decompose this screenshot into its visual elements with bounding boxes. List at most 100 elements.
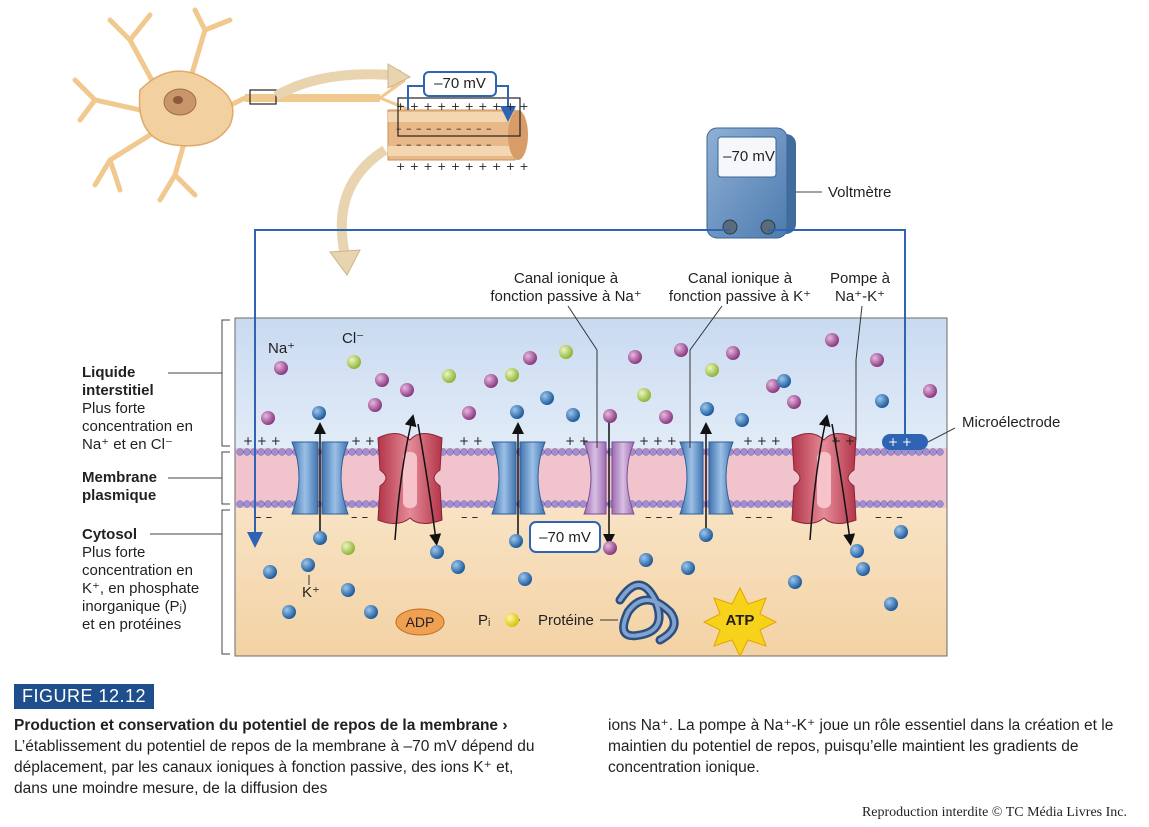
membrane-potential-label: –70 mV bbox=[539, 529, 591, 546]
na-k-pump-2 bbox=[791, 414, 857, 546]
k-ion bbox=[894, 525, 908, 539]
atp-burst bbox=[702, 586, 778, 658]
na-channel bbox=[583, 418, 635, 546]
axon-minus-row: – – – – – – – – – – bbox=[396, 122, 492, 135]
k-ion bbox=[430, 545, 444, 559]
k-ion bbox=[681, 561, 695, 575]
neuron-voltage-box: –70 mV bbox=[423, 71, 497, 97]
side-brackets bbox=[150, 319, 230, 655]
k-ion bbox=[540, 391, 554, 405]
voltmeter bbox=[706, 127, 796, 239]
na-ion bbox=[368, 398, 382, 412]
na-ion bbox=[726, 346, 740, 360]
adp-badge bbox=[395, 608, 445, 636]
cytosol-label: Cytosol Plus forte concentration en K⁺, … bbox=[82, 526, 200, 633]
na-ion bbox=[923, 384, 937, 398]
na-ion bbox=[674, 343, 688, 357]
adp-label: ADP bbox=[405, 614, 435, 630]
outside-charges: + + + + + + + + + + + + + + + + + bbox=[243, 434, 855, 448]
na-ion bbox=[628, 350, 642, 364]
interstitial-label: Liquide interstitiel Plus forte concentr… bbox=[82, 364, 193, 453]
copyright-credit: Reproduction interdite © TC Média Livres… bbox=[861, 805, 1127, 820]
zoom-arrow-top bbox=[273, 69, 391, 101]
k-channel-2 bbox=[491, 422, 546, 540]
k-ion bbox=[341, 583, 355, 597]
k-ion bbox=[364, 605, 378, 619]
ions bbox=[261, 333, 937, 619]
k-ion bbox=[884, 597, 898, 611]
na-ion bbox=[603, 409, 617, 423]
voltmeter-wire-right bbox=[768, 229, 906, 438]
protein-illustration bbox=[615, 580, 679, 645]
cl-ion bbox=[347, 355, 361, 369]
k-ion bbox=[509, 534, 523, 548]
na-ion bbox=[400, 383, 414, 397]
figure-title: Production et conservation du potentiel … bbox=[14, 717, 499, 734]
k-ion bbox=[699, 528, 713, 542]
membrane-label: Membrane plasmique bbox=[82, 469, 158, 504]
figure-text-left: L’établissement du potentiel de repos de… bbox=[14, 738, 535, 797]
resting-potential-diagram bbox=[72, 7, 956, 658]
k-ion bbox=[301, 558, 315, 572]
atp-label: ATP bbox=[725, 612, 755, 629]
k-ion bbox=[282, 605, 296, 619]
k-channel-3 bbox=[679, 422, 734, 540]
na-ion bbox=[766, 379, 780, 393]
cl-ion bbox=[505, 368, 519, 382]
k-ion bbox=[700, 402, 714, 416]
na-ion bbox=[603, 541, 617, 555]
na-ion bbox=[261, 411, 275, 425]
k-ion bbox=[566, 408, 580, 422]
na-ion-label: Na⁺ bbox=[268, 340, 296, 357]
voltmeter-label: Voltmètre bbox=[828, 184, 892, 201]
k-channel-1 bbox=[291, 422, 349, 540]
k-ion bbox=[875, 394, 889, 408]
k-ion bbox=[518, 572, 532, 586]
k-ion-label: K⁺ bbox=[302, 584, 320, 601]
membrane-potential-box bbox=[529, 521, 601, 553]
microelectrode bbox=[882, 434, 928, 450]
microelectrode-charge: + + bbox=[888, 435, 912, 449]
na-ion bbox=[825, 333, 839, 347]
na-ion bbox=[462, 406, 476, 420]
k-ion bbox=[451, 560, 465, 574]
k-ion bbox=[777, 374, 791, 388]
cl-ion bbox=[559, 345, 573, 359]
k-ion bbox=[263, 565, 277, 579]
k-ion bbox=[312, 406, 326, 420]
voltmeter-display: –70 mV bbox=[723, 148, 775, 165]
axon-minus-row-2: – – – – – – – – – – bbox=[396, 138, 492, 151]
na-ion bbox=[787, 395, 801, 409]
na-ion bbox=[484, 374, 498, 388]
cl-ion bbox=[341, 541, 355, 555]
axon-plus-row-top: + + + + + + + + + + bbox=[396, 100, 530, 113]
k-ion bbox=[510, 405, 524, 419]
figure-caption-right: ions Na⁺. La pompe à Na⁺-K⁺ joue un rôle… bbox=[608, 717, 1114, 776]
axon-plus-row-bottom: + + + + + + + + + + bbox=[396, 160, 530, 173]
na-ion bbox=[870, 353, 884, 367]
neuron-voltage-label: –70 mV bbox=[434, 75, 486, 92]
pi-label: Pᵢ bbox=[478, 612, 491, 629]
k-ion bbox=[788, 575, 802, 589]
cl-ion bbox=[637, 388, 651, 402]
k-ion bbox=[313, 531, 327, 545]
cl-ion bbox=[705, 363, 719, 377]
k-ion bbox=[856, 562, 870, 576]
k-ion bbox=[639, 553, 653, 567]
voltmeter-wire-left bbox=[247, 229, 730, 548]
na-ion bbox=[659, 410, 673, 424]
k-ion bbox=[850, 544, 864, 558]
cl-ion bbox=[442, 369, 456, 383]
na-ion bbox=[274, 361, 288, 375]
cl-ion-label: Cl⁻ bbox=[342, 330, 365, 347]
microelectrode-label: Microélectrode bbox=[962, 414, 1061, 431]
figure-tag: FIGURE 12.12 bbox=[14, 684, 155, 709]
zoom-arrow-down bbox=[336, 145, 388, 257]
protein-label: Protéine bbox=[538, 612, 594, 629]
pi-ion bbox=[505, 613, 519, 627]
inside-charges: – – – – – – – – – – – – – – – bbox=[255, 510, 903, 525]
na-ion bbox=[523, 351, 537, 365]
k-ion bbox=[735, 413, 749, 427]
